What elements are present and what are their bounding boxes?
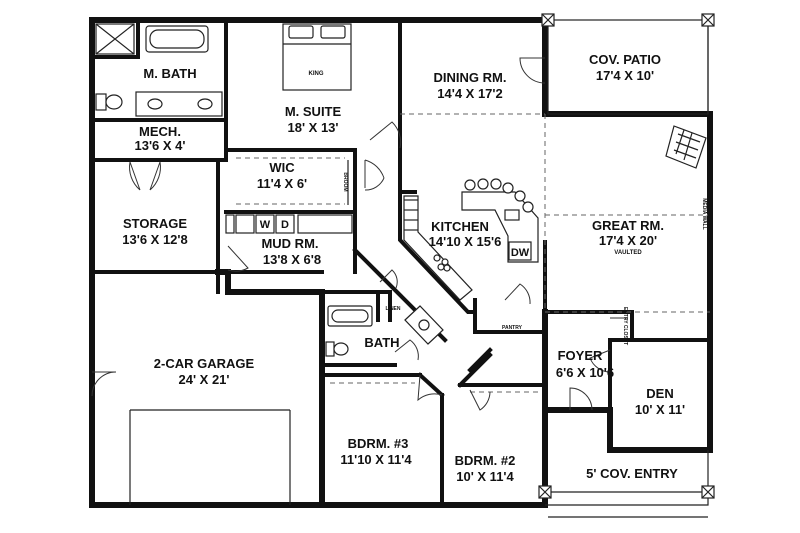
post-entry-se xyxy=(701,485,715,499)
interior-walls xyxy=(90,18,712,507)
label-entry-closet: ENTRY CLOSET xyxy=(622,307,628,345)
toilet-icon xyxy=(95,93,123,111)
label-m-suite: M. SUITE xyxy=(285,104,342,119)
label-dining-dims: 14'4 X 17'2 xyxy=(437,86,502,101)
label-mech-dims: 13'6 X 4' xyxy=(135,138,186,153)
label-cov-entry: 5' COV. ENTRY xyxy=(586,466,678,481)
door-garage[interactable] xyxy=(91,371,117,397)
label-dryer: D xyxy=(281,219,289,231)
wall-bath-north xyxy=(320,290,392,322)
label-m-suite-dims: 18' X 13' xyxy=(288,120,339,135)
outdoor-areas xyxy=(538,13,715,518)
cov-entry-outline xyxy=(545,450,709,506)
label-great-rm-dims: 17'4 X 20' xyxy=(599,233,657,248)
room-labels: M. BATH M. SUITE 18' X 13' MECH. 13'6 X … xyxy=(122,52,685,484)
door-suite-hall[interactable] xyxy=(369,121,402,149)
door-wic[interactable] xyxy=(364,159,385,191)
bath-tub-icon xyxy=(327,305,373,327)
label-garage-dims: 24' X 21' xyxy=(179,372,230,387)
label-linen: LINEN xyxy=(386,306,401,312)
label-broom: BROOM xyxy=(342,172,348,191)
cov-patio-outline xyxy=(547,19,709,115)
label-bdrm3-dims: 11'10 X 11'4 xyxy=(340,452,412,467)
door-linen[interactable] xyxy=(379,269,398,289)
label-bath: BATH xyxy=(364,335,399,350)
laundry-icon xyxy=(235,214,295,234)
label-cov-patio: COV. PATIO xyxy=(589,52,661,67)
open-boundaries xyxy=(400,113,710,313)
dishwasher-icon xyxy=(508,241,532,261)
bath-toilet-icon xyxy=(325,341,349,357)
counter-diag xyxy=(403,195,473,301)
door-mud[interactable] xyxy=(227,245,249,272)
wall-kitchen-diag xyxy=(398,216,477,314)
label-m-bath: M. BATH xyxy=(143,66,196,81)
label-pantry: PANTRY xyxy=(502,325,523,331)
label-washer: W xyxy=(260,219,271,231)
label-great-rm-note: VAULTED xyxy=(614,250,642,256)
fixture-labels: KING BROOM LINEN PANTRY DW MEDIA WALL EN… xyxy=(260,71,707,345)
wall-hall-diag-east xyxy=(467,347,493,373)
label-dw: DW xyxy=(511,247,530,259)
post-patio-ne xyxy=(701,13,715,27)
label-storage-dims: 13'6 X 12'8 xyxy=(122,232,187,247)
label-kitchen: KITCHEN xyxy=(431,219,489,234)
bed-icon xyxy=(282,23,352,91)
wall-wic xyxy=(224,148,357,214)
label-mud-rm: MUD RM. xyxy=(261,236,318,251)
door-pantry[interactable] xyxy=(504,283,531,305)
label-cov-patio-dims: 17'4 X 10' xyxy=(596,68,654,83)
bathtub-icon xyxy=(145,25,209,53)
label-bdrm2: BDRM. #2 xyxy=(455,453,516,468)
label-wic-dims: 11'4 X 6' xyxy=(257,176,307,191)
label-wic: WIC xyxy=(269,160,295,175)
doors xyxy=(91,57,628,411)
wall-hall-diag-east2 xyxy=(417,372,445,398)
label-den-dims: 10' X 11' xyxy=(635,402,685,417)
door-mech[interactable] xyxy=(129,161,161,191)
door-bdrm2[interactable] xyxy=(469,389,491,411)
post-entry-sw xyxy=(538,485,552,499)
vanity-icon xyxy=(135,91,223,117)
mud-bench xyxy=(225,214,353,234)
shower-icon xyxy=(95,23,135,55)
fixtures xyxy=(95,23,707,505)
label-storage: STORAGE xyxy=(123,216,187,231)
label-foyer-dims: 6'6 X 10'6 xyxy=(556,365,614,380)
door-bath[interactable] xyxy=(394,339,419,361)
door-front[interactable] xyxy=(569,387,593,411)
post-patio-nw xyxy=(541,13,555,27)
label-bdrm2-dims: 10' X 11'4 xyxy=(456,469,514,484)
door-bdrm3[interactable] xyxy=(417,374,443,402)
exterior-wall-den xyxy=(607,309,713,453)
label-den: DEN xyxy=(646,386,673,401)
label-mud-rm-dims: 13'8 X 6'8 xyxy=(263,252,321,267)
label-garage: 2-CAR GARAGE xyxy=(154,356,255,371)
label-foyer: FOYER xyxy=(558,348,603,363)
label-kitchen-dims: 14'10 X 15'6 xyxy=(429,234,502,249)
bath-sink-icon xyxy=(404,305,444,345)
fireplace-icon xyxy=(665,125,707,169)
label-king: KING xyxy=(309,71,324,77)
door-den[interactable] xyxy=(589,349,611,373)
label-dining: DINING RM. xyxy=(434,70,507,85)
door-patio[interactable] xyxy=(519,57,546,84)
label-media-wall: MEDIA WALL xyxy=(701,198,707,229)
label-mech: MECH. xyxy=(139,124,181,139)
wall-hall-diag-east3 xyxy=(457,352,493,388)
label-bdrm3: BDRM. #3 xyxy=(348,436,409,451)
label-great-rm: GREAT RM. xyxy=(592,218,664,233)
